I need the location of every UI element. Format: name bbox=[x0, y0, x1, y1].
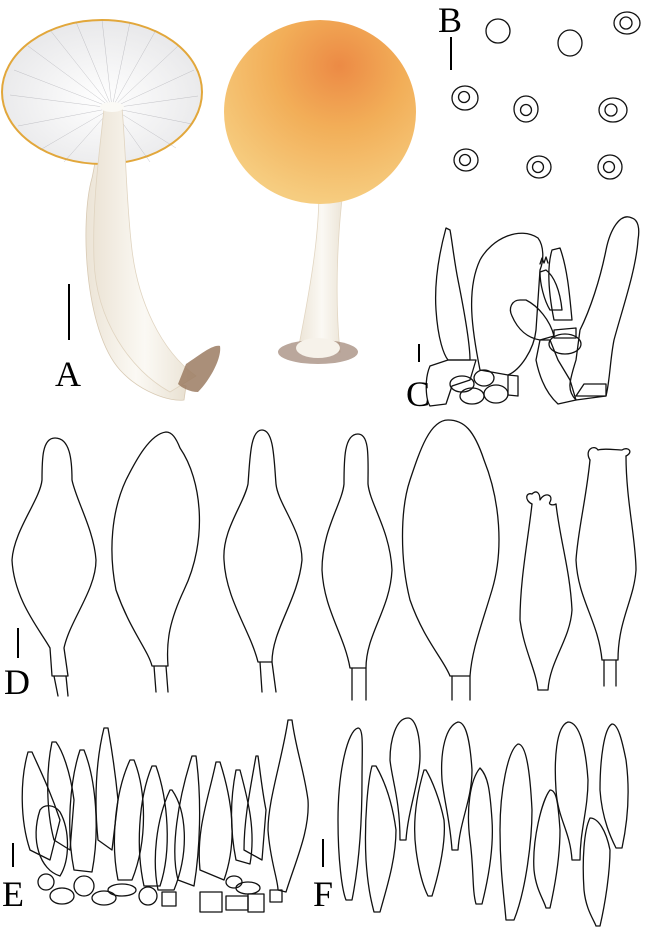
panel-label-e: E bbox=[2, 874, 24, 914]
scale-bar-b bbox=[450, 37, 452, 70]
spores-drawing bbox=[451, 11, 641, 180]
panel-label-c: C bbox=[406, 374, 431, 414]
panel-label-d: D bbox=[4, 662, 30, 702]
scale-bar-f bbox=[322, 839, 324, 867]
caulocystidia-drawing bbox=[337, 717, 629, 927]
scale-bar-c bbox=[418, 344, 420, 362]
panel-c: C bbox=[400, 190, 658, 420]
panel-a: A bbox=[0, 0, 420, 420]
panel-b: B bbox=[420, 0, 658, 190]
scale-bar-e bbox=[12, 843, 14, 867]
mushroom-illustration bbox=[1, 19, 416, 401]
panel-label-a: A bbox=[55, 354, 81, 394]
panel-e: E bbox=[0, 700, 310, 927]
scale-bar-d bbox=[17, 628, 19, 658]
panel-f: F bbox=[300, 700, 658, 927]
panel-d: D bbox=[0, 419, 658, 702]
cheilocystidia-drawing bbox=[11, 419, 637, 701]
panel-label-b: B bbox=[438, 0, 463, 40]
panel-label-f: F bbox=[313, 874, 334, 914]
basidia-drawing bbox=[425, 216, 640, 407]
pileipellis-drawing bbox=[21, 719, 309, 913]
scale-bar-a bbox=[68, 284, 70, 340]
